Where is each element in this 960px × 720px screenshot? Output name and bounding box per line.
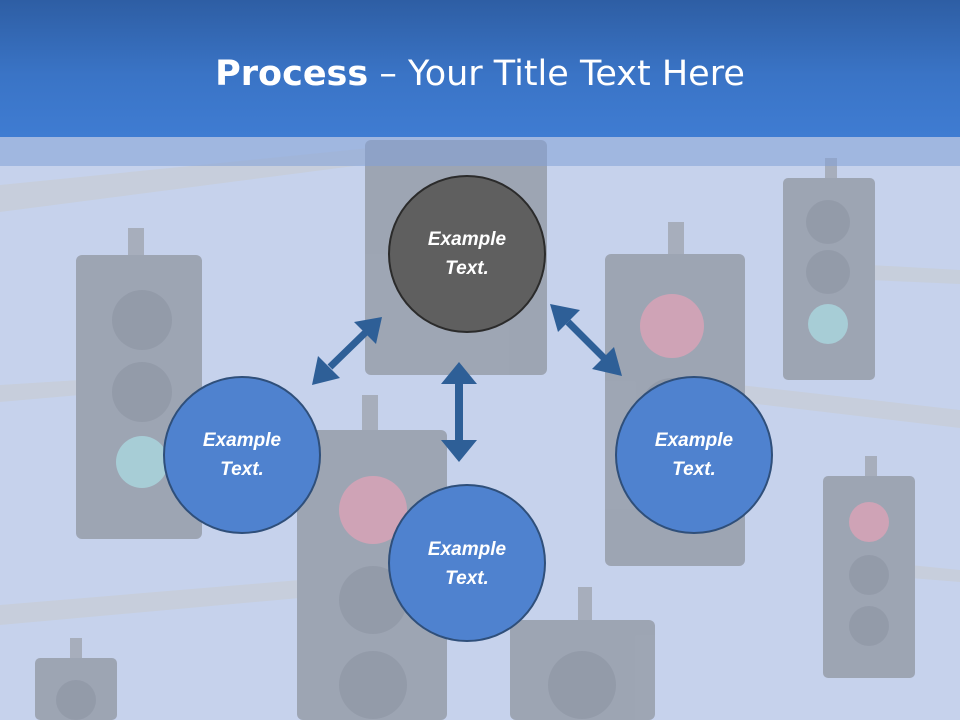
node-top-line2: Text. (445, 258, 489, 279)
title-bar (0, 0, 960, 137)
node-right-line1: Example (654, 430, 734, 451)
process-circle-right (615, 376, 773, 534)
node-right-text: Example Text. (616, 426, 772, 484)
header-band (0, 137, 960, 166)
node-bottom-line1: Example (427, 539, 507, 560)
slide-title-bold: Process (215, 54, 369, 94)
double-arrow-top-right (550, 304, 622, 376)
slide-title: Process – Your Title Text Here (0, 52, 960, 96)
node-left-text: Example Text. (164, 426, 320, 484)
node-bottom-line2: Text. (445, 568, 489, 589)
node-right-line2: Text. (672, 459, 716, 480)
node-top-line1: Example (427, 229, 507, 250)
process-circle-top (388, 175, 546, 333)
node-bottom-text: Example Text. (389, 535, 545, 593)
process-circle-bottom (388, 484, 546, 642)
node-left-line2: Text. (220, 459, 264, 480)
double-arrow-center (441, 362, 477, 462)
node-top-text: Example Text. (389, 225, 545, 283)
process-circle-left (163, 376, 321, 534)
slide-title-rest: – Your Title Text Here (368, 54, 745, 94)
double-arrow-top-left (312, 317, 382, 385)
node-left-line1: Example (202, 430, 282, 451)
